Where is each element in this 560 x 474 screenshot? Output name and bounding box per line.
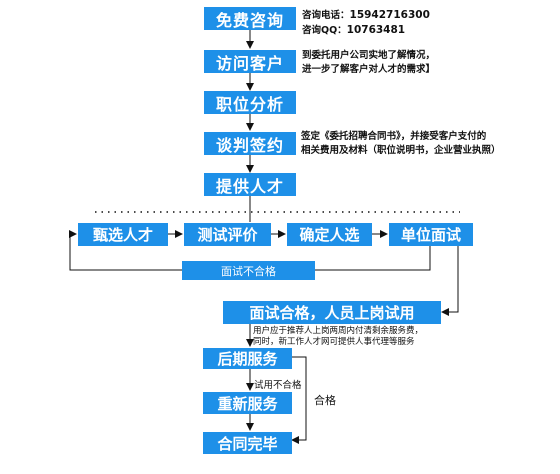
note-phone: 咨询电话：15942716300	[302, 8, 430, 23]
step-negotiate-sign: 谈判签约	[204, 132, 296, 155]
phone-label: 咨询电话：	[302, 10, 350, 21]
step-job-analysis: 职位分析	[204, 91, 296, 114]
note-trial-line1: 用户应于推荐人上岗两周内付清剩余服务费，	[253, 326, 424, 336]
step-pass-trial: 面试合格，人员上岗试用	[223, 301, 441, 324]
step-provide-talent: 提供人才	[204, 173, 296, 196]
step-free-consult: 免费咨询	[204, 7, 296, 30]
qq-label: 咨询QQ：	[302, 25, 347, 36]
step-interview-failed: 面试不合格	[182, 261, 315, 280]
note-visit-line2: 进一步了解客户对人才的需求】	[302, 64, 436, 75]
qq-number: 10763481	[346, 24, 406, 36]
line-interview-fail	[315, 246, 431, 271]
step-reservice: 重新服务	[203, 392, 292, 414]
note-trial-line2: 同时，新工作人才网可提供人事代理等服务	[253, 337, 415, 347]
step-test-evaluate: 测试评价	[184, 223, 271, 246]
step-company-interview: 单位面试	[389, 223, 473, 246]
arrow-qualified-complete	[291, 356, 307, 444]
label-qualified: 合格	[314, 394, 336, 407]
phone-number: 15942716300	[349, 9, 430, 21]
step-screen-talent: 甄选人才	[78, 223, 168, 246]
note-visit-line1: 到委托用户公司实地了解情况，	[302, 50, 436, 61]
note-sign-line2: 相关费用及材料（职位说明书，企业营业执照）	[301, 145, 501, 156]
arrow-fail-back-screen	[69, 230, 182, 271]
note-qq: 咨询QQ：10763481	[302, 23, 405, 38]
label-trial-failed: 试用不合格	[254, 380, 302, 391]
arrow-interview-pass	[441, 246, 459, 316]
step-follow-up-service: 后期服务	[203, 348, 292, 369]
step-confirm-candidate: 确定人选	[287, 223, 372, 246]
step-contract-complete: 合同完毕	[203, 432, 292, 454]
note-sign-line1: 签定《委托招聘合同书》，并接受客户支付的	[301, 131, 487, 142]
step-visit-client: 访问客户	[204, 50, 296, 73]
